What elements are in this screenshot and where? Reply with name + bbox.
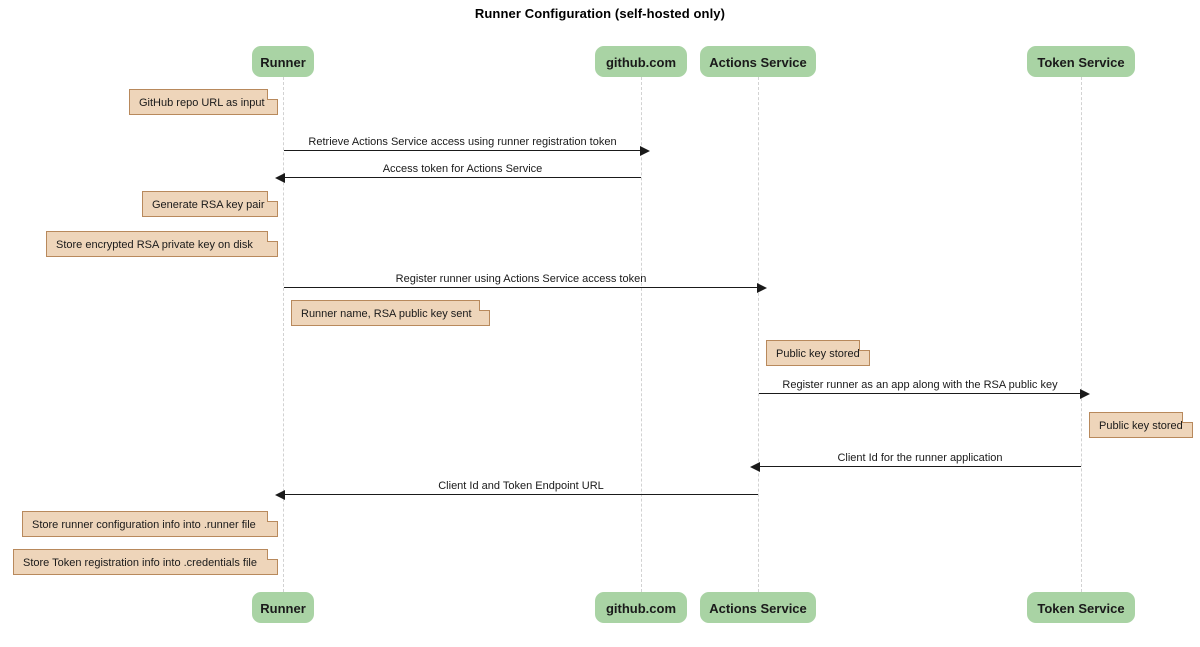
note-store-token-registration-text: Store Token registration info into .cred… — [23, 557, 257, 569]
arrowhead-left-icon — [275, 173, 285, 183]
diagram-title: Runner Configuration (self-hosted only) — [474, 6, 726, 21]
note-fold-corner-icon — [267, 549, 278, 560]
arrowhead-right-icon — [640, 146, 650, 156]
note-fold-corner-icon — [1182, 412, 1193, 423]
msg-access-token-label: Access token for Actions Service — [382, 163, 543, 175]
lifeline-github — [641, 77, 642, 592]
lifeline-actions — [758, 77, 759, 592]
note-generate-rsa[interactable]: Generate RSA key pair — [142, 191, 278, 217]
msg-client-id-endpoint[interactable]: Client Id and Token Endpoint URL — [275, 480, 758, 500]
note-runner-name-pubkey[interactable]: Runner name, RSA public key sent — [291, 300, 490, 326]
arrowhead-left-icon — [275, 490, 285, 500]
lifeline-runner — [283, 77, 284, 592]
note-github-repo-url-text: GitHub repo URL as input — [139, 97, 265, 109]
participant-actions-bottom[interactable]: Actions Service — [700, 592, 816, 623]
participant-actions-top[interactable]: Actions Service — [700, 46, 816, 77]
note-fold-corner-icon — [267, 191, 278, 202]
msg-retrieve-actions-access[interactable]: Retrieve Actions Service access using ru… — [284, 136, 650, 156]
participant-github-top[interactable]: github.com — [595, 46, 687, 77]
note-fold-corner-icon — [267, 231, 278, 242]
msg-register-app[interactable]: Register runner as an app along with the… — [759, 379, 1090, 399]
note-fold-corner-icon — [479, 300, 490, 311]
participant-github-bottom[interactable]: github.com — [595, 592, 687, 623]
msg-retrieve-actions-access-label: Retrieve Actions Service access using ru… — [308, 136, 617, 148]
msg-client-id-label: Client Id for the runner application — [837, 452, 1003, 464]
participant-token-top[interactable]: Token Service — [1027, 46, 1135, 77]
note-fold-corner-icon — [267, 511, 278, 522]
note-public-key-stored-token-text: Public key stored — [1099, 420, 1183, 432]
participant-runner-bottom[interactable]: Runner — [252, 592, 314, 623]
note-store-runner-config[interactable]: Store runner configuration info into .ru… — [22, 511, 278, 537]
note-github-repo-url[interactable]: GitHub repo URL as input — [129, 89, 278, 115]
msg-client-id-endpoint-label: Client Id and Token Endpoint URL — [438, 480, 604, 492]
note-public-key-stored-actions-text: Public key stored — [776, 348, 860, 360]
note-store-private-key[interactable]: Store encrypted RSA private key on disk — [46, 231, 278, 257]
msg-access-token[interactable]: Access token for Actions Service — [275, 163, 641, 183]
participant-runner-top[interactable]: Runner — [252, 46, 314, 77]
msg-client-id[interactable]: Client Id for the runner application — [750, 452, 1081, 472]
arrowhead-left-icon — [750, 462, 760, 472]
msg-register-runner-label: Register runner using Actions Service ac… — [395, 273, 647, 285]
note-store-token-registration[interactable]: Store Token registration info into .cred… — [13, 549, 278, 575]
note-generate-rsa-text: Generate RSA key pair — [152, 199, 265, 211]
lifeline-token — [1081, 77, 1082, 592]
note-fold-corner-icon — [859, 340, 870, 351]
note-store-private-key-text: Store encrypted RSA private key on disk — [56, 239, 253, 251]
note-runner-name-pubkey-text: Runner name, RSA public key sent — [301, 308, 472, 320]
participant-token-bottom[interactable]: Token Service — [1027, 592, 1135, 623]
note-fold-corner-icon — [267, 89, 278, 100]
note-public-key-stored-token[interactable]: Public key stored — [1089, 412, 1193, 438]
note-public-key-stored-actions[interactable]: Public key stored — [766, 340, 870, 366]
msg-register-runner[interactable]: Register runner using Actions Service ac… — [284, 273, 767, 293]
arrowhead-right-icon — [1080, 389, 1090, 399]
msg-register-app-label: Register runner as an app along with the… — [782, 379, 1058, 391]
note-store-runner-config-text: Store runner configuration info into .ru… — [32, 519, 256, 531]
arrowhead-right-icon — [757, 283, 767, 293]
